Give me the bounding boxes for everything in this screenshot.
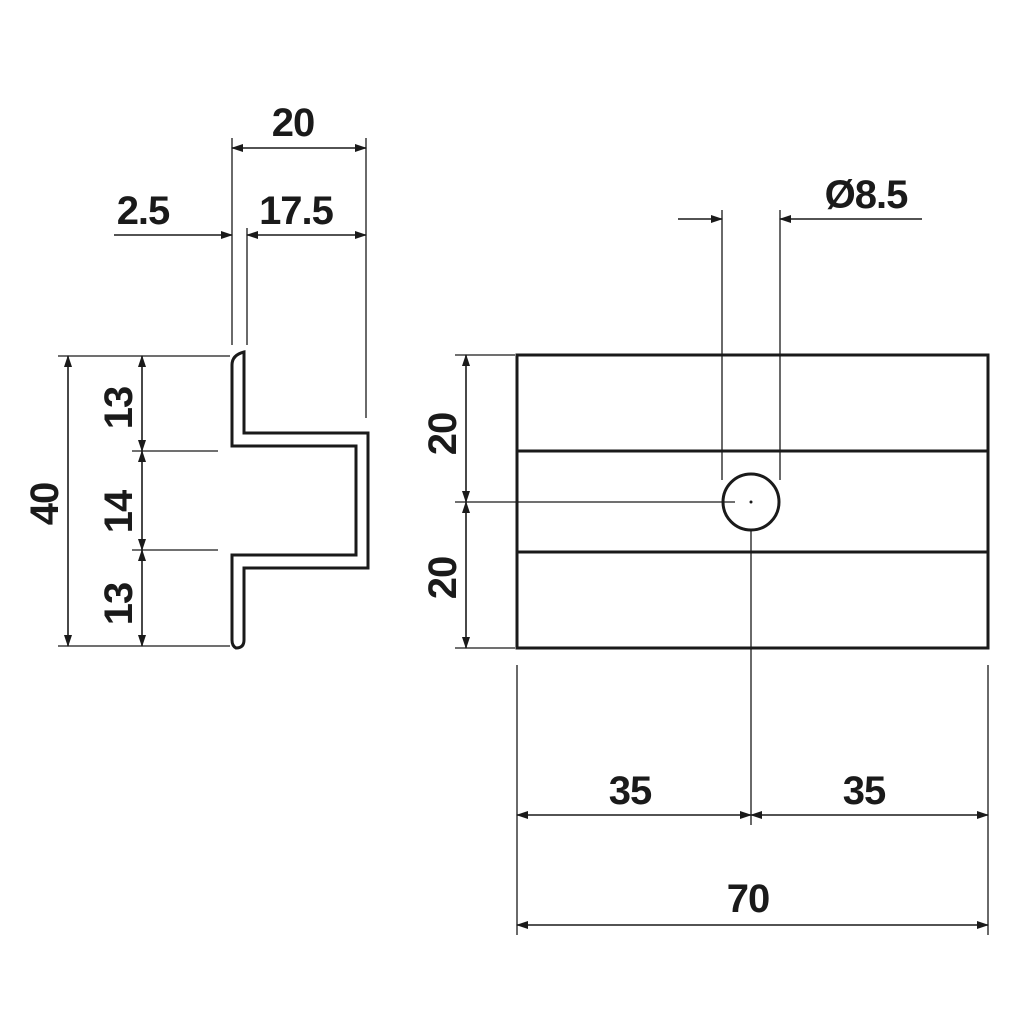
side-view: 20 2.5 17.5 40 13 14 13 — [23, 101, 370, 650]
front-view: Ø8.5 20 20 35 35 70 — [421, 173, 990, 935]
hole-center-mark — [749, 500, 753, 504]
profile-outline — [230, 350, 370, 650]
dim-middle-segment: 14 — [97, 489, 141, 533]
dim-top-segment: 13 — [97, 387, 141, 430]
dim-hole-diameter: Ø8.5 — [825, 173, 908, 217]
dim-bottom-segment: 13 — [97, 583, 141, 626]
dim-overall-width: 20 — [272, 101, 315, 145]
dim-overall-height: 40 — [23, 483, 67, 526]
dim-lower-half: 20 — [421, 557, 465, 600]
dim-wall-thickness: 2.5 — [117, 189, 170, 233]
dim-left-to-hole: 35 — [609, 769, 652, 813]
dim-hole-to-right: 35 — [843, 769, 886, 813]
dim-upper-half: 20 — [421, 413, 465, 456]
dim-flange-depth: 17.5 — [259, 189, 334, 233]
dim-overall-length: 70 — [727, 877, 770, 921]
